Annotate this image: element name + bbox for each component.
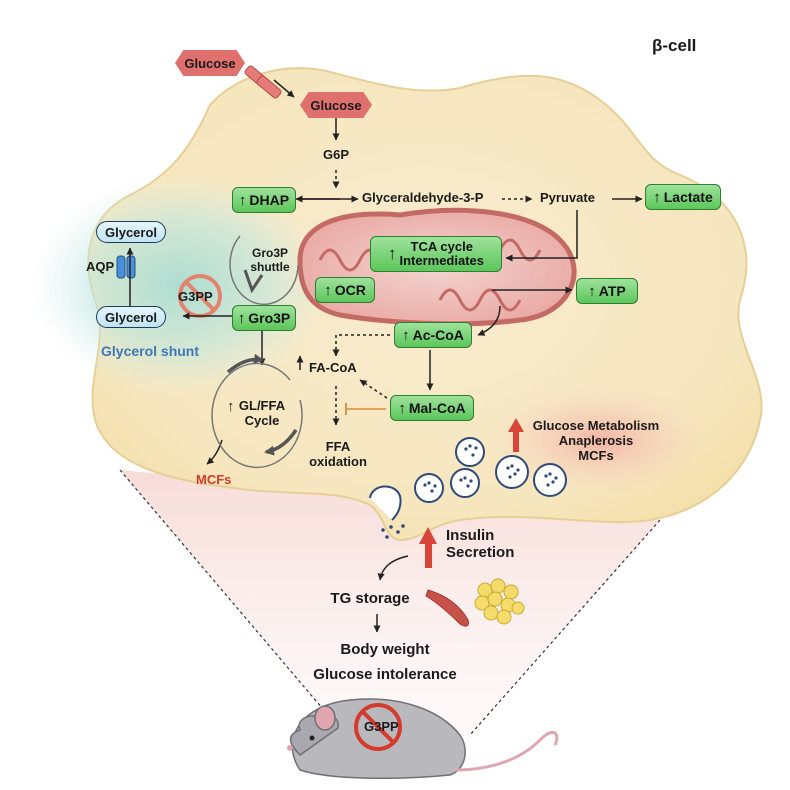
released-granules bbox=[381, 524, 405, 539]
up-arrow-icon: ↑ bbox=[387, 244, 397, 263]
glycerol-in-box: Glycerol bbox=[96, 306, 166, 328]
up-arrow-metabolism bbox=[508, 418, 524, 452]
ffa-ox-line1: FFA bbox=[325, 439, 351, 454]
g6p-label: G6P bbox=[322, 147, 350, 162]
mouse-icon bbox=[287, 698, 559, 780]
arrow-acoa-facoa bbox=[332, 334, 390, 357]
exocytosis-vesicle bbox=[369, 485, 402, 521]
up-arrow-icon: ↑ bbox=[398, 399, 406, 417]
atp-label: ATP bbox=[598, 283, 626, 299]
glycerol-top-label: Glycerol bbox=[104, 224, 158, 240]
glucose-transporter bbox=[244, 65, 282, 99]
gro3p-box: ↑Gro3P bbox=[232, 305, 296, 331]
atp-box: ↑ATP bbox=[576, 278, 638, 304]
glucose-intolerance-label: Glucose intolerance bbox=[313, 666, 457, 683]
cell-title: β-cell bbox=[652, 36, 697, 55]
gro3p-shuttle-line2: shuttle bbox=[250, 259, 290, 274]
tca-line2: Intermediates bbox=[399, 253, 485, 268]
aqp-label: AQP bbox=[86, 259, 115, 274]
up-arrow-insulin bbox=[419, 527, 437, 568]
aqp-channel bbox=[116, 255, 136, 279]
up-arrow-icon: ↑ bbox=[653, 188, 661, 206]
glycerol-shunt-label: Glycerol shunt bbox=[101, 343, 200, 359]
insulin-line2: Secretion bbox=[446, 544, 515, 562]
glffa-arrow-bottom bbox=[264, 429, 298, 456]
lactate-label: Lactate bbox=[663, 189, 713, 205]
projection-cone bbox=[120, 470, 660, 735]
glffa-up-arrow: ↑ bbox=[227, 398, 235, 415]
arrow-insulin-tg bbox=[377, 555, 409, 581]
gro3p-label: Gro3P bbox=[248, 310, 291, 326]
vesicle-granules bbox=[423, 444, 558, 493]
up-arrow-icon: ↑ bbox=[402, 326, 410, 344]
ffa-ox-line2: oxidation bbox=[309, 453, 367, 469]
acoa-box: ↑Ac-CoA bbox=[394, 322, 472, 348]
arrow-mito-acoa bbox=[477, 305, 501, 336]
gly3p-label: Glyceraldehyde-3-P bbox=[362, 190, 484, 205]
malcoa-box: ↑Mal-CoA bbox=[390, 395, 474, 421]
arrow-pyruvate-tca bbox=[505, 210, 578, 262]
glucose-inside-hex: Glucose bbox=[300, 92, 372, 118]
up-arrow-icon: ↑ bbox=[324, 281, 332, 299]
mouse-g3pp-label: G3PP bbox=[364, 719, 399, 734]
cone-left-line bbox=[119, 469, 346, 736]
glucose-outside-hex: Glucose bbox=[175, 50, 245, 76]
pyruvate-label: Pyruvate bbox=[540, 190, 595, 205]
glffa-line1: GL/FFA bbox=[238, 398, 286, 413]
ocr-box: ↑OCR bbox=[315, 277, 375, 303]
gro3p-shuttle-cycle bbox=[229, 235, 299, 306]
body-weight-label: Body weight bbox=[340, 641, 430, 658]
up-arrow-icon: ↑ bbox=[238, 191, 247, 209]
acoa-label: Ac-CoA bbox=[412, 327, 464, 343]
insulin-vesicles bbox=[414, 437, 567, 503]
muscle-icon bbox=[425, 589, 469, 627]
mcfs-label: MCFs bbox=[196, 472, 232, 487]
arrow-glucose-entry bbox=[273, 79, 295, 98]
glycerol-bottom-label: Glycerol bbox=[104, 309, 158, 325]
glffa-line2: Cycle bbox=[244, 412, 280, 428]
gm-line2: Anaplerosis bbox=[558, 432, 634, 448]
up-arrow-icon: ↑ bbox=[588, 282, 596, 300]
fat-cells-icon bbox=[474, 578, 525, 625]
insulin-line1: Insulin bbox=[446, 527, 495, 544]
glycerol-out-box: Glycerol bbox=[96, 221, 166, 243]
arrow-glffa-mcfs bbox=[206, 439, 223, 465]
glffa-arrow-top bbox=[226, 353, 264, 374]
tca-line1: TCA cycle bbox=[410, 238, 473, 254]
ocr-label: OCR bbox=[334, 282, 366, 298]
glucose-outside-label: Glucose bbox=[184, 55, 236, 71]
malcoa-label: Mal-CoA bbox=[408, 400, 466, 416]
gro3p-shuttle-arrow bbox=[243, 269, 264, 294]
lactate-box: ↑Lactate bbox=[645, 184, 721, 210]
dhap-box: ↑DHAP bbox=[232, 187, 296, 213]
glucose-inside-label: Glucose bbox=[310, 97, 362, 113]
up-arrow-icon: ↑ bbox=[237, 309, 246, 327]
g3pp-label: G3PP bbox=[178, 289, 213, 304]
facoa-label: FA-CoA bbox=[309, 360, 357, 375]
gm-line1: Glucose Metabolism bbox=[532, 418, 660, 433]
dhap-label: DHAP bbox=[249, 192, 290, 208]
gro3p-shuttle-line1: Gro3P bbox=[251, 246, 288, 260]
gm-line3: MCFs bbox=[578, 447, 614, 463]
tg-storage-label: TG storage bbox=[330, 590, 410, 607]
